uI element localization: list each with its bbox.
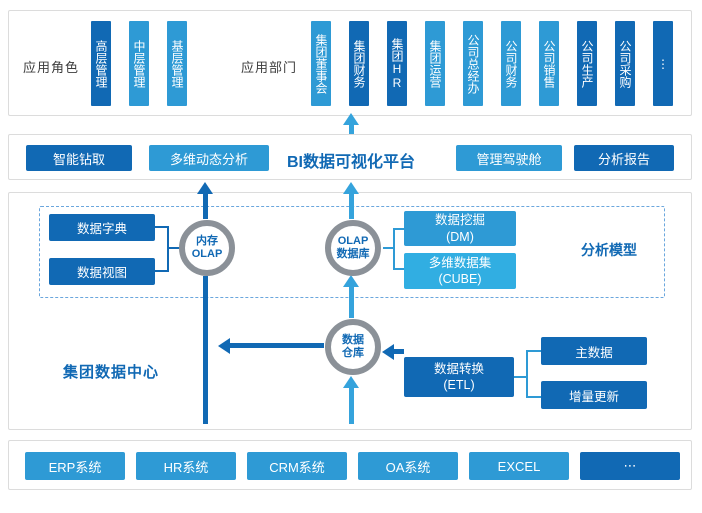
olap-db-line1: OLAP xyxy=(337,234,369,247)
connector-line xyxy=(155,226,169,228)
data-center-title: 集团数据中心 xyxy=(63,364,160,381)
source-more: ⋯ xyxy=(580,452,680,480)
roles-label: 应用角色 xyxy=(23,60,80,75)
report-chip: 分析报告 xyxy=(574,145,674,171)
cube-line2: (CUBE) xyxy=(438,272,482,286)
memory-olap-line2: OLAP xyxy=(191,248,223,260)
arrow-up-icon xyxy=(343,376,359,388)
dept-bar-gm-office: 公司总经办 xyxy=(463,21,483,106)
arrow-line xyxy=(349,287,354,318)
etl-line2: (ETL) xyxy=(443,378,475,392)
role-bar-middle: 中层管理 xyxy=(129,21,149,106)
connector-line xyxy=(526,396,541,398)
warehouse-circle: 数据 仓库 xyxy=(325,319,381,375)
arrow-line xyxy=(349,388,354,424)
source-erp: ERP系统 xyxy=(25,452,125,480)
section-applications: 应用角色 高层管理 中层管理 基层管理 应用部门 集团董事会 集团财务 集团HR… xyxy=(8,10,692,116)
arrow-line xyxy=(394,349,404,354)
arrow-up-icon xyxy=(343,275,359,287)
dashboard-chip: 管理驾驶舱 xyxy=(456,145,562,171)
connector-line xyxy=(393,228,395,270)
analysis-model-label: 分析模型 xyxy=(581,242,637,258)
role-bar-senior: 高层管理 xyxy=(91,21,111,106)
dept-bar-finance: 集团财务 xyxy=(349,21,369,106)
arrow-left-icon xyxy=(218,338,230,354)
arrow-line xyxy=(349,194,354,219)
arrow-left-icon xyxy=(382,344,394,360)
data-mining-node: 数据挖掘 (DM) xyxy=(404,211,516,246)
connector-line xyxy=(167,247,180,249)
data-dictionary-node: 数据字典 xyxy=(49,214,155,241)
source-excel: EXCEL xyxy=(469,452,569,480)
cube-line1: 多维数据集 xyxy=(428,255,492,270)
etl-node: 数据转换 (ETL) xyxy=(404,357,514,397)
dept-bar-ops: 集团运营 xyxy=(425,21,445,106)
connector-line xyxy=(155,270,169,272)
incremental-update-node: 增量更新 xyxy=(541,381,647,409)
data-mining-line2: (DM) xyxy=(446,229,474,244)
arrow-line xyxy=(349,125,354,134)
olap-db-circle: OLAP 数据库 xyxy=(325,220,381,276)
memory-olap-circle: 内存 OLAP xyxy=(179,220,235,276)
connector-line xyxy=(526,350,528,398)
olap-db-line2: 数据库 xyxy=(336,248,370,260)
dept-bar-hr: 集团HR xyxy=(387,21,407,106)
source-oa: OA系统 xyxy=(358,452,458,480)
section-sources: ERP系统 HR系统 CRM系统 OA系统 EXCEL ⋯ xyxy=(8,440,692,490)
master-data-node: 主数据 xyxy=(541,337,647,365)
warehouse-line1: 数据 xyxy=(342,333,364,346)
cube-node: 多维数据集 (CUBE) xyxy=(404,253,516,289)
arrow-line xyxy=(203,194,208,219)
connector-line xyxy=(526,350,541,352)
dept-bar-sales: 公司销售 xyxy=(539,21,559,106)
arrow-up-icon xyxy=(343,182,359,194)
platform-title: BI数据可视化平台 xyxy=(286,154,415,171)
arrow-up-icon xyxy=(343,113,359,125)
multidim-analysis-chip: 多维动态分析 xyxy=(149,145,269,171)
dept-bar-co-finance: 公司财务 xyxy=(501,21,521,106)
connector-line xyxy=(514,376,528,378)
data-view-node: 数据视图 xyxy=(49,258,155,285)
departments-label: 应用部门 xyxy=(241,60,298,75)
dept-bar-procurement: 公司采购 xyxy=(615,21,635,106)
role-bar-base: 基层管理 xyxy=(167,21,187,106)
smart-drill-chip: 智能钻取 xyxy=(26,145,132,171)
arrow-up-icon xyxy=(197,182,213,194)
arrow-line xyxy=(230,343,324,348)
source-crm: CRM系统 xyxy=(247,452,347,480)
section-bi-platform: 智能钻取 多维动态分析 BI数据可视化平台 管理驾驶舱 分析报告 xyxy=(8,134,692,180)
source-hr: HR系统 xyxy=(136,452,236,480)
connector-line xyxy=(393,228,404,230)
dept-bar-board: 集团董事会 xyxy=(311,21,331,106)
memory-olap-line1: 内存 xyxy=(196,234,218,247)
data-mining-line1: 数据挖掘 xyxy=(434,213,485,228)
dept-bar-more: ⋮ xyxy=(653,21,673,106)
warehouse-line2: 仓库 xyxy=(342,347,364,359)
connector-line xyxy=(383,247,395,249)
connector-line xyxy=(393,268,404,270)
etl-line1: 数据转换 xyxy=(433,361,484,376)
dept-bar-production: 公司生产 xyxy=(577,21,597,106)
connector-line xyxy=(167,226,169,272)
arrow-line xyxy=(203,276,208,424)
